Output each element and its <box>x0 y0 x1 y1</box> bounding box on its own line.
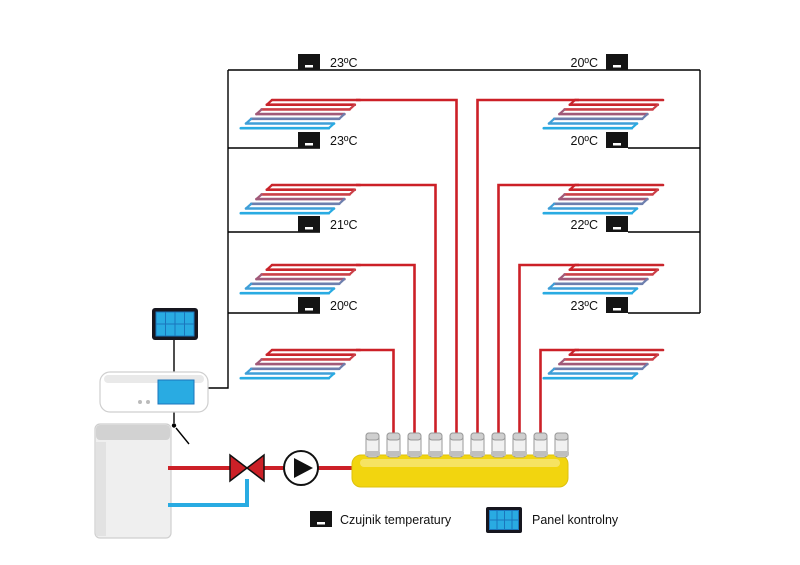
sensor-icon <box>298 297 320 313</box>
actuator-head-icon <box>386 432 401 458</box>
temperature-label: 20ºC <box>571 56 599 70</box>
sensor-icon <box>606 297 628 313</box>
floor-coil <box>239 263 362 295</box>
legend: Czujnik temperatury Panel kontrolny <box>310 507 619 533</box>
actuator-head-icon <box>449 432 464 458</box>
legend-sensor-item: Czujnik temperatury <box>310 511 452 527</box>
floor-coil <box>239 183 362 215</box>
pump-icon <box>283 450 319 486</box>
temperature-label: 20ºC <box>330 299 358 313</box>
sensor-icon <box>298 216 320 232</box>
sensor-icon <box>606 216 628 232</box>
sensor-icon <box>606 54 628 70</box>
manifold <box>351 454 569 488</box>
actuator-head-icon <box>554 432 569 458</box>
panel-icon <box>486 507 522 533</box>
floor-heating-coils <box>239 98 665 380</box>
actuator-head-icon <box>491 432 506 458</box>
manifold-actuator-heads <box>365 432 569 458</box>
floor-coil <box>542 263 665 295</box>
temperature-label: 22ºC <box>571 218 599 232</box>
temperature-label: 20ºC <box>571 134 599 148</box>
actuator-head-icon <box>470 432 485 458</box>
actuator-head-icon <box>407 432 422 458</box>
floor-coil <box>542 183 665 215</box>
temperature-label: 23ºC <box>330 56 358 70</box>
temperature-labels: 23ºC 23ºC 21ºC 20ºC 20ºC 20ºC 22ºC 23ºC <box>330 56 598 313</box>
actuator-head-icon <box>533 432 548 458</box>
actuator-head-icon <box>428 432 443 458</box>
mixing-valve-icon <box>229 453 265 483</box>
temperature-label: 23ºC <box>571 299 599 313</box>
floor-coil <box>542 348 665 380</box>
sensor-icon <box>606 132 628 148</box>
supply-pipes <box>356 98 579 436</box>
actuator-head-icon <box>512 432 527 458</box>
legend-panel-label: Panel kontrolny <box>532 513 619 527</box>
temperature-sensors <box>298 54 628 313</box>
sensor-icon <box>298 132 320 148</box>
floor-coil <box>239 98 362 130</box>
floor-coil <box>542 98 665 130</box>
legend-sensor-label: Czujnik temperatury <box>340 513 452 527</box>
temperature-label: 21ºC <box>330 218 358 232</box>
sensor-icon <box>310 511 332 527</box>
wall-controller <box>99 371 209 413</box>
control-panel-icon <box>152 308 198 340</box>
temperature-label: 23ºC <box>330 134 358 148</box>
sensor-icon <box>298 54 320 70</box>
boiler <box>94 423 172 539</box>
legend-panel-item: Panel kontrolny <box>486 507 619 533</box>
floor-coil <box>239 348 362 380</box>
controller-screen <box>157 379 195 405</box>
return-pipe <box>168 479 249 507</box>
actuator-head-icon <box>365 432 380 458</box>
